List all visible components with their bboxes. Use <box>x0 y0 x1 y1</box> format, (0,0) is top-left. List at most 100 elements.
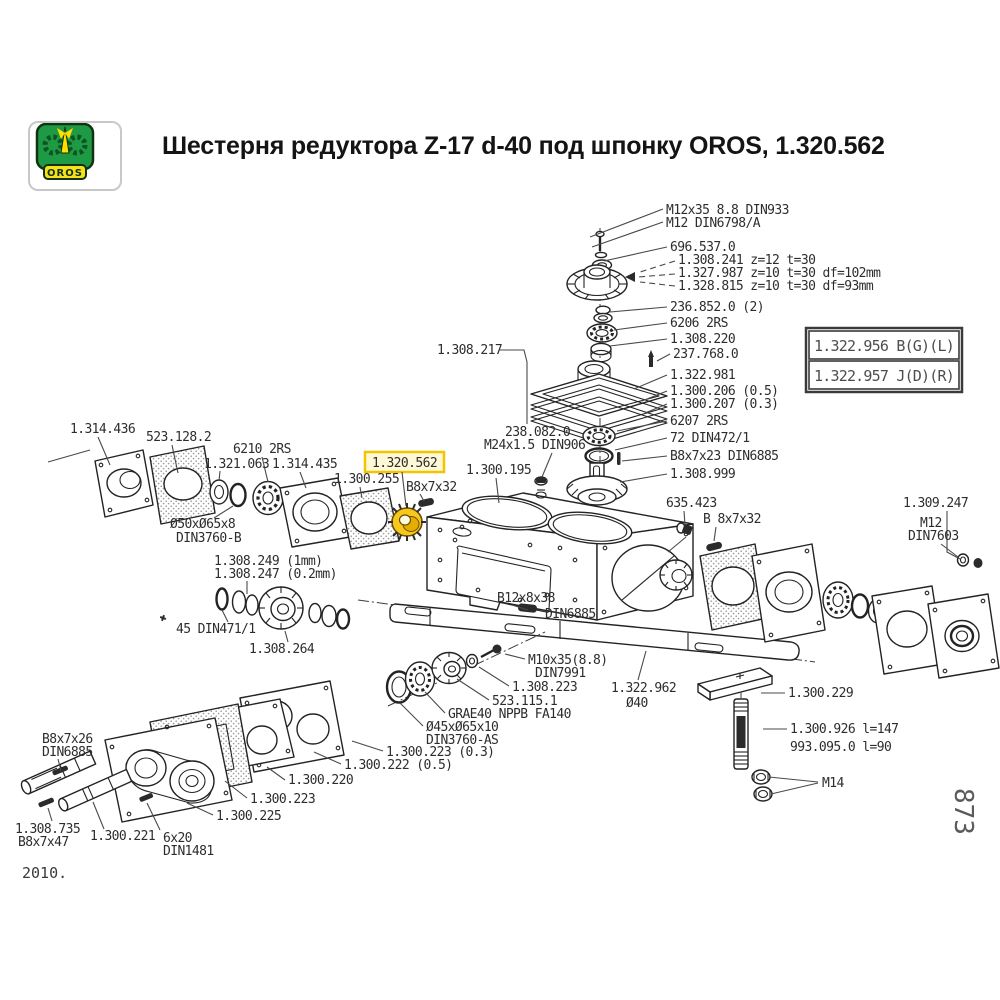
leader-line <box>589 208 664 238</box>
part-label: 238.082.0 <box>505 425 570 440</box>
leader-line <box>637 273 676 278</box>
leader-line <box>633 374 668 390</box>
part-label: 1.314.435 <box>272 457 337 472</box>
leader-line <box>224 780 248 799</box>
part-label: DIN7991 <box>535 666 586 681</box>
logo-leaf-left <box>57 128 65 139</box>
part-label: GRAE40 NPPB FA140 <box>448 707 571 722</box>
part-label: 1.300.221 <box>90 829 155 844</box>
leader-line <box>639 281 676 287</box>
leader-line <box>541 452 553 478</box>
part-label: Ø40 <box>626 696 648 711</box>
part-label: M24x1.5 DIN906 <box>484 438 585 453</box>
part-label: 1.327.987 z=10 t=30 df=102mm <box>678 266 881 281</box>
leader-line <box>218 470 221 482</box>
leader-line <box>186 802 214 816</box>
part-label: 523.115.1 <box>492 694 557 709</box>
part-label: M12x35 8.8 DIN933 <box>666 203 789 218</box>
part-label: 1.321.063 <box>204 457 269 472</box>
part-label: 45 DIN471/1 <box>176 622 256 637</box>
part-label: 1.328.815 z=10 t=30 df=93mm <box>678 279 874 294</box>
asterisk-mark <box>159 614 167 622</box>
highlighted-label: 1.320.562 <box>372 456 437 471</box>
leader-line <box>616 420 668 432</box>
part-label: 1.300.255 <box>334 472 399 487</box>
leader-line <box>683 510 686 526</box>
leader-line <box>644 403 668 414</box>
part-label: 6210 2RS <box>233 442 291 457</box>
leader-line <box>614 437 668 451</box>
part-label: 6207 2RS <box>670 414 728 429</box>
left-cover-chain <box>47 445 435 550</box>
leader-line <box>940 543 959 558</box>
part-label: M14 <box>822 776 844 791</box>
part-label: 1.308.247 (0.2mm) <box>214 567 337 582</box>
part-label: 236.852.0 (2) <box>670 300 764 315</box>
page-number: 873 <box>948 788 978 835</box>
part-label: 1.308.217 <box>437 343 502 358</box>
part-label: M12 <box>920 516 942 531</box>
part-label: 1.308.735 <box>15 822 80 837</box>
part-label: Ø50xØ65x8 <box>170 517 235 532</box>
part-label: 6206 2RS <box>670 316 728 331</box>
leader-line <box>504 653 526 660</box>
part-label: 1.308.999 <box>670 467 735 482</box>
part-label: M12 DIN6798/A <box>666 216 761 231</box>
part-label: 1.309.247 <box>903 496 968 511</box>
part-label: B8x7x26 <box>42 732 93 747</box>
highlighted-gear <box>388 503 426 541</box>
logo-name-band <box>43 164 87 180</box>
right-cover-chain <box>659 522 1000 679</box>
part-label: 1.308.220 <box>670 332 735 347</box>
leader-line <box>621 455 668 462</box>
logo-text: OROS <box>47 168 83 179</box>
leader-line <box>221 609 229 623</box>
part-label: 1.300.220 <box>288 773 353 788</box>
leader-line <box>478 666 510 687</box>
bevel-gear-set <box>159 586 351 630</box>
part-label: 1.300.222 (0.5) <box>344 758 452 773</box>
part-label: 72 DIN472/1 <box>670 431 750 446</box>
logo-plant-icon <box>60 126 70 154</box>
part-label: DIN7603 <box>908 529 959 544</box>
part-label: 1.314.436 <box>70 422 135 437</box>
part-label: 993.095.0 l=90 <box>790 740 891 755</box>
leader-line <box>946 511 961 560</box>
part-label: DIN6885 <box>42 745 93 760</box>
leader-line <box>637 650 647 681</box>
leader-line <box>603 246 668 262</box>
leader-line <box>619 473 668 483</box>
part-label: 1.322.981 <box>670 368 735 383</box>
part-label: Ø45xØ65x10 <box>426 720 498 735</box>
leader-line <box>359 486 363 499</box>
leader-line <box>57 758 62 772</box>
leader-line <box>713 526 717 542</box>
main-housing <box>426 476 694 621</box>
variant-arrow-icon <box>625 272 635 282</box>
oros-logo-graphic: OROS <box>35 123 95 180</box>
leader-line <box>609 338 668 347</box>
part-label: 1.300.223 (0.3) <box>386 745 494 760</box>
ref-box-label: 1.322.956 B(G)(L) <box>814 337 954 355</box>
output-shaft <box>357 599 816 663</box>
part-label: B 8x7x32 <box>703 512 761 527</box>
part-label: DIN6885 <box>545 607 596 622</box>
part-label: 1.300.207 (0.3) <box>670 397 778 412</box>
part-label: DIN3760-AS <box>426 733 498 748</box>
part-label: 1.308.241 z=12 t=30 <box>678 253 815 268</box>
leader-line <box>609 306 668 313</box>
part-label: DIN1481 <box>163 844 214 859</box>
variant-ref-boxes: 1.322.956 B(G)(L) 1.322.957 J(D)(R) <box>804 326 964 394</box>
leader-line <box>770 782 819 795</box>
part-label: 1.300.926 l=147 <box>790 722 898 737</box>
leader-line <box>266 766 286 781</box>
leader-line <box>92 801 105 830</box>
leader-line <box>351 740 384 752</box>
vertical-shaft-assembly <box>530 228 668 506</box>
part-label: 6x20 <box>163 831 192 846</box>
shaft-end-group <box>385 631 546 707</box>
bottom-left-assembly <box>20 680 345 823</box>
part-label: 1.300.223 <box>250 792 315 807</box>
